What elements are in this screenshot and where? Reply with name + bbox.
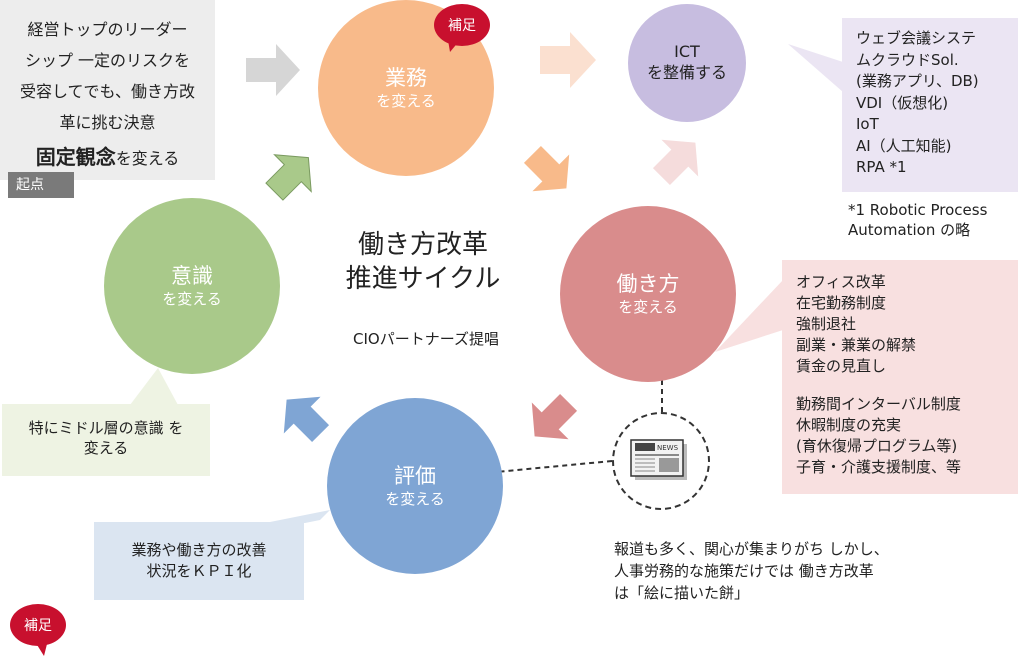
work-item-4: 副業・兼業の解禁 bbox=[796, 336, 917, 354]
supplement-bubble-bottom-tail bbox=[34, 640, 48, 656]
node-hatarakikata: 働き方 を変える bbox=[560, 206, 736, 382]
kpi-box: 業務や働き方の改善 状況をＫＰＩ化 bbox=[94, 522, 304, 600]
footnote-line-1: *1 Robotic Process bbox=[848, 201, 988, 219]
work-item-8: (育休復帰プログラム等) bbox=[796, 437, 958, 455]
newspaper-icon: NEWS bbox=[630, 439, 687, 480]
node-hatarakikata-title: 働き方 bbox=[616, 271, 680, 296]
newspaper-circle: NEWS bbox=[612, 412, 710, 510]
mind-line-2: 変える bbox=[83, 439, 129, 457]
ict-box: ウェブ会議システ ムクラウドSol. (業務アプリ、DB) VDI（仮想化) I… bbox=[842, 18, 1018, 192]
arrow-start-to-gyomu bbox=[246, 44, 300, 96]
news-caption-line-3: は「絵に描いた餅」 bbox=[614, 584, 750, 602]
work-spacer bbox=[796, 377, 1014, 394]
news-caption-line-2: 人事労務的な施策だけでは 働き方改革 bbox=[614, 562, 874, 580]
footnote-line-2: Automation の略 bbox=[848, 221, 971, 239]
start-tag: 起点 bbox=[8, 172, 74, 198]
ict-item-7: RPA *1 bbox=[856, 158, 907, 176]
news-caption-line-1: 報道も多く、関心が集まりがち しかし、 bbox=[614, 540, 889, 558]
arrow-ishiki-to-gyomu bbox=[265, 154, 312, 201]
start-emphasis: 固定観念を変える bbox=[6, 142, 209, 174]
news-caption: 報道も多く、関心が集まりがち しかし、 人事労務的な施策だけでは 働き方改革 は… bbox=[614, 538, 994, 604]
ict-box-tail bbox=[788, 44, 843, 92]
kpi-line-2: 状況をＫＰＩ化 bbox=[146, 562, 252, 580]
arrow-gyomu-to-ict bbox=[540, 32, 596, 88]
node-gyomu-sub: を変える bbox=[376, 91, 436, 110]
cycle-title: 働き方改革 推進サイクル bbox=[328, 228, 518, 296]
mind-line-1: 特にミドル層の意識 を bbox=[28, 419, 184, 437]
node-hyoka: 評価 を変える bbox=[327, 398, 503, 574]
mind-box: 特にミドル層の意識 を 変える bbox=[2, 404, 210, 476]
node-ishiki-title: 意識 bbox=[171, 263, 213, 288]
node-ict-sub: を整備する bbox=[646, 63, 727, 82]
footnote: *1 Robotic Process Automation の略 bbox=[848, 200, 1020, 240]
work-box-tail bbox=[715, 280, 783, 352]
mind-box-tail bbox=[130, 368, 178, 405]
work-item-7: 休暇制度の充実 bbox=[796, 416, 902, 434]
supplement-bubble-top[interactable]: 補足 bbox=[434, 4, 490, 46]
cycle-title-line-1: 働き方改革 bbox=[357, 230, 488, 260]
dashed-news-to-hyoka bbox=[474, 460, 613, 475]
ict-item-6: AI（人工知能) bbox=[856, 136, 952, 155]
kpi-line-1: 業務や働き方の改善 bbox=[131, 541, 267, 559]
arrow-hyoka-to-ishiki bbox=[283, 396, 330, 443]
node-ishiki: 意識 を変える bbox=[104, 198, 280, 374]
supplement-bubble-top-tail bbox=[448, 40, 460, 52]
ict-item-4: VDI（仮想化) bbox=[856, 93, 949, 112]
node-gyomu-title: 業務 bbox=[385, 65, 427, 90]
node-hyoka-title: 評価 bbox=[394, 463, 436, 488]
kpi-box-tail bbox=[265, 510, 330, 523]
start-box: 経営トップのリーダー シップ 一定のリスクを 受容してでも、働き方改 革に挑む決… bbox=[0, 0, 215, 180]
work-box: オフィス改革 在宅勤務制度 強制退社 副業・兼業の解禁 賃金の見直し 勤務間イン… bbox=[782, 260, 1018, 494]
work-item-9: 子育・介護支援制度、等 bbox=[796, 458, 962, 476]
node-ict: ICT を整備する bbox=[628, 4, 746, 122]
cycle-credit: CIOパートナーズ提唱 bbox=[353, 330, 499, 348]
cycle-title-line-2: 推進サイクル bbox=[345, 264, 501, 294]
supplement-bubble-bottom[interactable]: 補足 bbox=[10, 604, 66, 646]
start-line-3: 受容してでも、働き方改 bbox=[19, 82, 196, 101]
work-item-5: 賃金の見直し bbox=[796, 357, 887, 375]
newspaper-masthead: NEWS bbox=[657, 444, 679, 452]
node-ishiki-sub: を変える bbox=[162, 289, 222, 308]
start-line-4: 革に挑む決意 bbox=[59, 113, 156, 132]
ict-item-2: ムクラウドSol. bbox=[856, 50, 959, 69]
start-emphasis-bold: 固定観念 bbox=[35, 145, 116, 169]
ict-item-3: (業務アプリ、DB) bbox=[856, 72, 979, 90]
work-item-6: 勤務間インターバル制度 bbox=[796, 395, 961, 413]
start-emphasis-rest: を変える bbox=[115, 149, 180, 168]
work-item-3: 強制退社 bbox=[796, 315, 857, 333]
start-line-1: 経営トップのリーダー bbox=[27, 20, 188, 39]
start-line-2: シップ 一定のリスクを bbox=[24, 51, 191, 70]
work-item-2: 在宅勤務制度 bbox=[796, 294, 887, 312]
node-ict-title: ICT bbox=[674, 42, 700, 62]
arrow-hatarakikata-to-hyoka bbox=[531, 393, 578, 440]
node-hyoka-sub: を変える bbox=[385, 489, 445, 508]
ict-item-1: ウェブ会議システ bbox=[856, 29, 977, 47]
work-item-1: オフィス改革 bbox=[796, 273, 886, 291]
arrow-hatarakikata-to-ict bbox=[652, 139, 699, 186]
node-hatarakikata-sub: を変える bbox=[618, 297, 678, 316]
arrow-gyomu-to-hatarakikata bbox=[523, 145, 570, 192]
ict-item-5: IoT bbox=[856, 115, 879, 133]
